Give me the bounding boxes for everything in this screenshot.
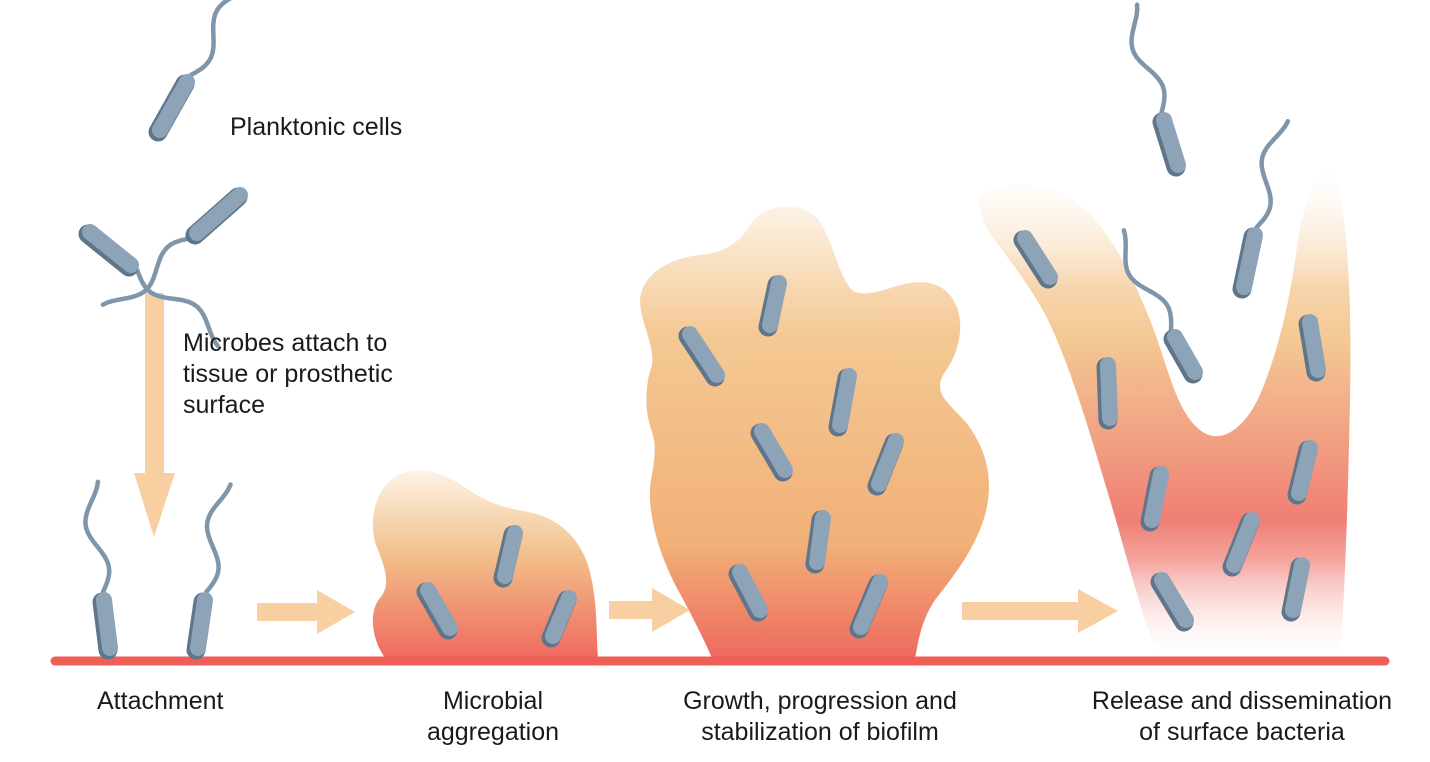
flagellum-icon	[83, 479, 112, 595]
bacterium-icon	[416, 582, 458, 640]
bacterium-icon	[1096, 357, 1118, 430]
bacterium-icon	[1121, 228, 1203, 384]
attach-note-line: tissue or prosthetic	[183, 360, 393, 388]
bacterium-body	[1291, 440, 1318, 501]
bacterium-body	[545, 590, 577, 644]
flagellum-icon	[100, 236, 194, 307]
bacterium-body	[832, 368, 857, 433]
bacterium-body	[682, 326, 725, 383]
bacterium-icon	[541, 590, 577, 648]
arrow-right-icon	[257, 590, 355, 634]
planktonic-cells-label: Planktonic cells	[230, 113, 403, 141]
bacterium-body	[1302, 314, 1326, 378]
growth-line: stabilization of biofilm	[701, 718, 939, 746]
bacterium-icon	[805, 510, 831, 574]
bacterium-icon	[758, 275, 787, 337]
bacterium-body	[809, 510, 831, 570]
bacterium-body	[189, 187, 248, 241]
bacterium-icon	[750, 423, 793, 482]
flagellum-icon	[1254, 119, 1291, 230]
attachment-label: Attachment	[97, 687, 224, 715]
bacterium-icon	[100, 187, 248, 307]
bacteria-layer	[78, 0, 1326, 660]
bacterium-icon	[828, 368, 857, 437]
aggregation-label: Microbial aggregation	[393, 686, 593, 748]
bacterium-icon	[1287, 440, 1318, 505]
bacterium-body	[732, 564, 768, 618]
flagellum-icon	[1129, 2, 1167, 115]
attach-note-line: Microbes attach to	[183, 329, 388, 357]
bacterium-body	[1017, 230, 1058, 285]
bacterium-body	[871, 433, 904, 492]
bacterium-body	[82, 224, 139, 273]
bacterium-icon	[728, 564, 768, 622]
flagellum-icon	[1121, 228, 1174, 333]
bacterium-icon	[1222, 512, 1260, 577]
bacterium-body	[1285, 557, 1310, 618]
bacterium-body	[1154, 572, 1194, 628]
bacterium-body	[420, 582, 458, 636]
growth-label: Growth, progression and stabilization of…	[650, 686, 990, 748]
release-biofilm-fade	[978, 165, 1351, 658]
bacterium-icon	[1129, 2, 1186, 177]
bacterium-icon	[1232, 119, 1291, 299]
bacterium-body	[1167, 329, 1203, 380]
bacterium-icon	[867, 433, 904, 496]
attach-note-line: surface	[183, 391, 265, 419]
arrow-right-icon	[962, 589, 1118, 633]
release-line: of surface bacteria	[1139, 718, 1345, 746]
growth-line: Growth, progression and	[683, 687, 957, 715]
bacterium-icon	[1013, 230, 1058, 289]
bacterium-icon	[148, 0, 232, 142]
bacterium-icon	[1281, 557, 1310, 622]
arrow-right-icon	[609, 588, 690, 632]
bacterium-body	[1144, 466, 1169, 528]
aggregation-line: aggregation	[426, 718, 560, 746]
bacterium-body	[96, 592, 118, 656]
bacterium-body	[754, 423, 793, 478]
bacterium-icon	[493, 525, 523, 588]
bacterium-body	[1100, 357, 1118, 426]
bacterium-body	[1156, 112, 1186, 173]
bacterium-icon	[186, 482, 233, 660]
bacterium-icon	[1298, 314, 1326, 382]
bacterium-body	[1236, 227, 1263, 295]
growth-biofilm	[640, 206, 989, 658]
aggregation-line: Microbial	[442, 687, 544, 715]
bacterium-icon	[1150, 572, 1194, 632]
arrow-down-icon	[134, 293, 175, 537]
bacterium-body	[853, 574, 888, 635]
bacterium-body	[762, 275, 787, 333]
bacterium-body	[1226, 512, 1260, 573]
release-line: Release and dissemination	[1091, 687, 1393, 715]
bacterium-icon	[678, 326, 725, 387]
bacterium-icon	[83, 479, 118, 660]
release-label: Release and dissemination of surface bac…	[1062, 686, 1422, 748]
bacterium-icon	[849, 574, 888, 639]
flagellum-icon	[203, 482, 233, 595]
bacterium-icon	[1140, 466, 1169, 532]
bacterium-body	[152, 74, 195, 138]
flagellum-icon	[188, 0, 232, 78]
bacterium-body	[497, 525, 523, 584]
bacterium-body	[190, 592, 213, 656]
attach-note-label: Microbes attach to tissue or prosthetic …	[183, 328, 393, 421]
